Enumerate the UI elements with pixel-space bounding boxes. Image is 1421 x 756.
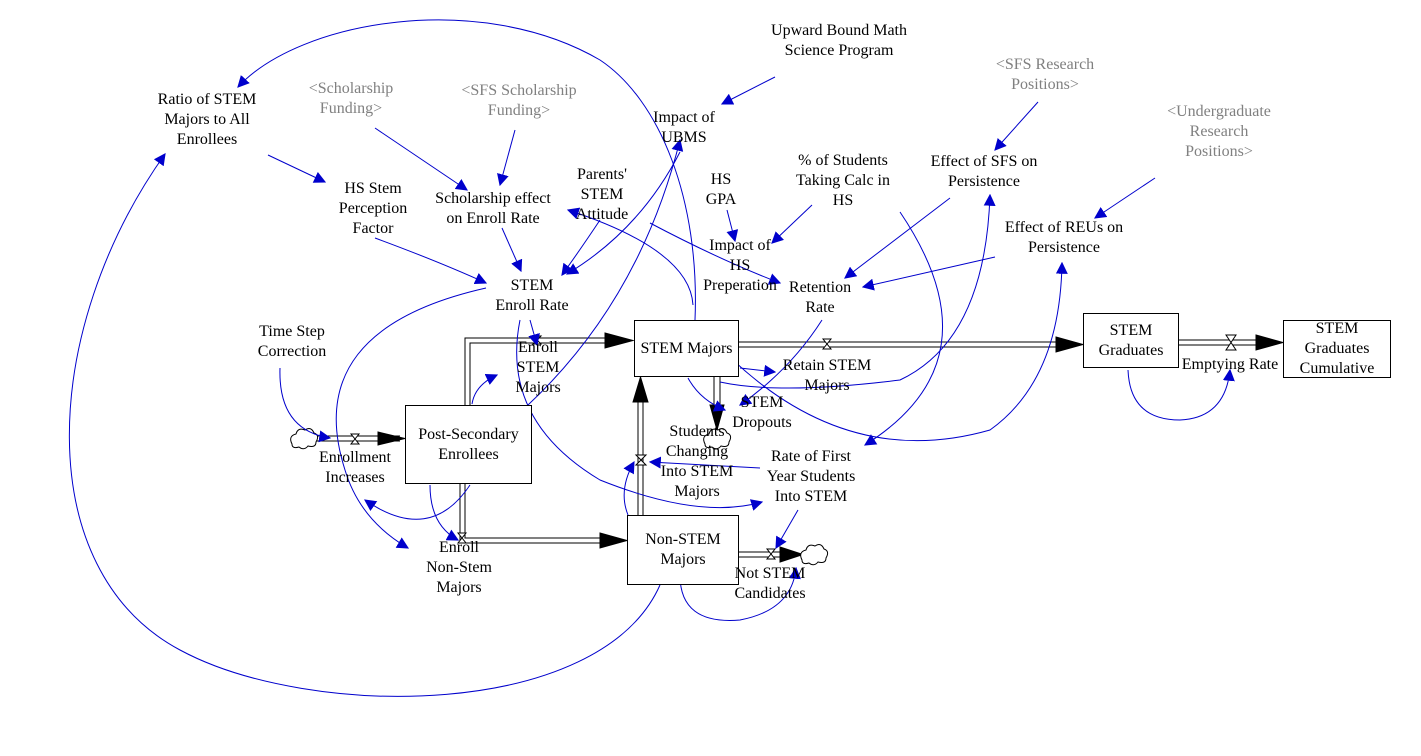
- var-hs-stem-perception-factor[interactable]: HS Stem Perception Factor: [338, 180, 408, 237]
- stock-non-stem-majors[interactable]: Non-STEM Majors: [627, 515, 739, 585]
- cloud-icons: [290, 428, 829, 566]
- causal-links: [68, 19, 1235, 697]
- var-impact-of-ubms[interactable]: Impact of UBMS: [653, 109, 715, 146]
- stock-stem-majors[interactable]: STEM Majors: [634, 320, 739, 377]
- flow-pipe-enroll-stem: [464, 332, 635, 405]
- var-retain-stem-majors[interactable]: Retain STEM Majors: [782, 357, 872, 394]
- stock-stem-graduates[interactable]: STEM Graduates: [1083, 313, 1179, 368]
- var-rate-first-year-into-stem[interactable]: Rate of First Year Students Into STEM: [766, 448, 856, 505]
- flow-label-enroll-stem-majors[interactable]: Enroll STEM Majors: [515, 339, 561, 396]
- var-scholarship-effect[interactable]: Scholarship effect on Enroll Rate: [435, 190, 551, 227]
- var-ratio-stem-majors[interactable]: Ratio of STEM Majors to All Enrollees: [157, 91, 257, 148]
- flow-label-enroll-non-stem-majors[interactable]: Enroll Non-Stem Majors: [426, 539, 492, 596]
- flow-label-not-stem-candidates[interactable]: Not STEM Candidates: [734, 565, 806, 602]
- cloud-dropouts-icon: [703, 428, 732, 450]
- var-time-step-correction[interactable]: Time Step Correction: [257, 323, 327, 360]
- var-sfs-research-positions[interactable]: <SFS Research Positions>: [995, 56, 1095, 93]
- var-pct-students-calc[interactable]: % of Students Taking Calc in HS: [796, 152, 890, 209]
- flow-label-enrollment-increases[interactable]: Enrollment Increases: [319, 449, 391, 486]
- var-upward-bound-program[interactable]: Upward Bound Math Science Program: [771, 22, 907, 59]
- stock-stem-graduates-cumulative[interactable]: STEM Graduates Cumulative: [1283, 320, 1391, 378]
- flow-label-emptying-rate[interactable]: Emptying Rate: [1181, 356, 1279, 373]
- var-undergraduate-research-positions[interactable]: <Undergraduate Research Positions>: [1167, 103, 1271, 160]
- var-stem-enroll-rate[interactable]: STEM Enroll Rate: [495, 277, 569, 314]
- flow-valves: [349, 334, 1237, 560]
- flow-label-stem-dropouts[interactable]: STEM Dropouts: [732, 394, 792, 431]
- var-parents-stem-attitude[interactable]: Parents' STEM Attitude: [575, 166, 629, 223]
- var-scholarship-funding[interactable]: <Scholarship Funding>: [308, 80, 394, 117]
- var-effect-sfs-persistence[interactable]: Effect of SFS on Persistence: [930, 153, 1038, 190]
- var-sfs-scholarship-funding[interactable]: <SFS Scholarship Funding>: [461, 82, 577, 119]
- flow-pipe-not-stem: [739, 546, 805, 563]
- cloud-source-icon: [290, 428, 319, 450]
- var-retention-rate[interactable]: Retention Rate: [788, 279, 852, 316]
- cloud-sink-icon: [800, 544, 829, 566]
- stock-post-secondary-enrollees[interactable]: Post-Secondary Enrollees: [405, 405, 532, 484]
- var-impact-hs-preparation[interactable]: Impact of HS Preperation: [703, 237, 777, 294]
- var-effect-reu-persistence[interactable]: Effect of REUs on Persistence: [1004, 219, 1124, 256]
- flow-pipe-graduation: [739, 336, 1085, 353]
- var-hs-gpa[interactable]: HS GPA: [705, 171, 737, 208]
- flow-pipe-emptying: [1179, 334, 1285, 351]
- flow-label-changing-into-stem[interactable]: Students Changing Into STEM Majors: [660, 423, 734, 500]
